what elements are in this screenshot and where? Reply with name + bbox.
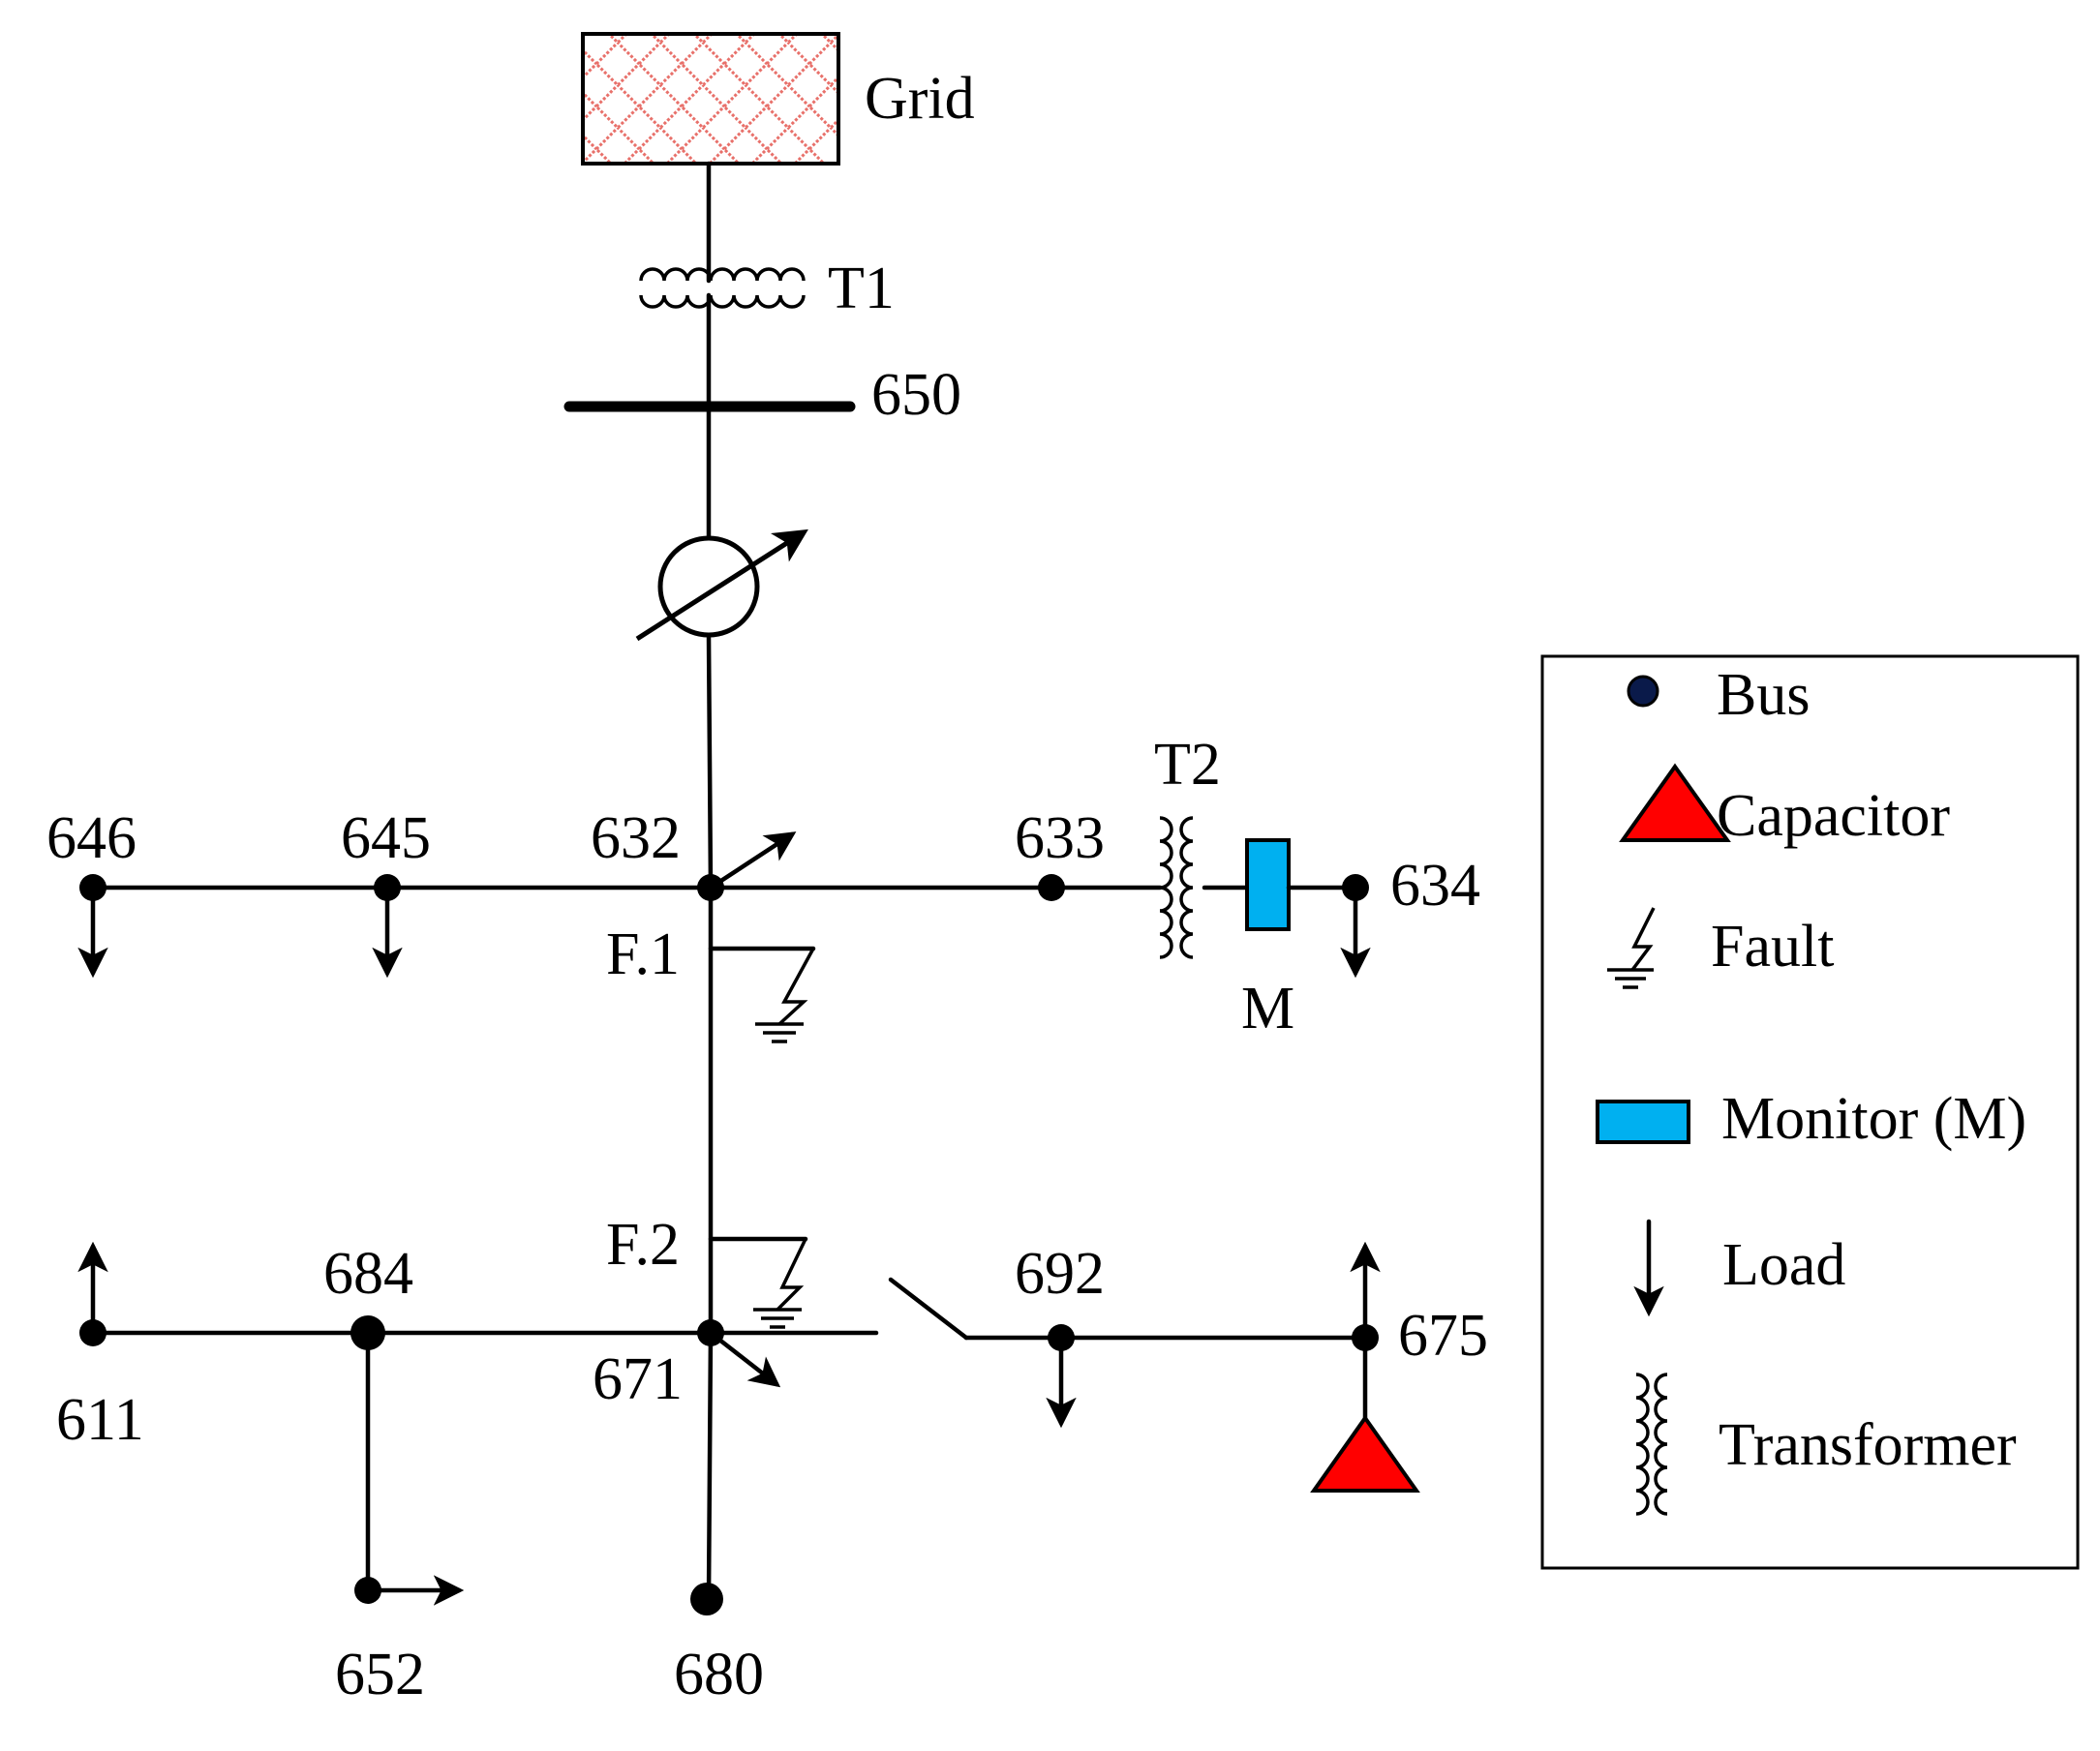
transformer-t1-symbol: [639, 267, 806, 309]
fault-f1-symbol: [708, 946, 816, 1043]
bus-632-label: 632: [591, 805, 681, 871]
legend-bus-label: Bus: [1717, 662, 1810, 728]
load-632-arrow: [708, 831, 797, 891]
legend-capacitor-label: Capacitor: [1717, 783, 1950, 849]
bus-633-label: 633: [1015, 805, 1105, 871]
bus-646-label: 646: [46, 805, 137, 871]
bus-634-label: 634: [1390, 853, 1480, 919]
fault-f1-label: F.1: [606, 921, 680, 987]
bus-680-label: 680: [674, 1642, 764, 1707]
legend-load-label: Load: [1722, 1232, 1845, 1298]
legend-transformer-icon: [1635, 1373, 1668, 1516]
legend-bus-icon: [1627, 675, 1659, 708]
fault-f2-label: F.2: [606, 1212, 680, 1278]
grid-source: [581, 32, 840, 166]
load-671-arrow: [708, 1330, 781, 1388]
t1-label: T1: [828, 256, 895, 321]
fault-f2-symbol: [708, 1236, 808, 1329]
legend-monitor-label: Monitor (M): [1721, 1086, 2026, 1152]
bus-684-label: 684: [323, 1241, 413, 1307]
legend-transformer-label: Transformer: [1719, 1412, 2017, 1478]
bus-611-label: 611: [56, 1387, 144, 1453]
bus-671-label: 671: [593, 1346, 683, 1412]
legend-capacitor-icon: [1619, 763, 1731, 842]
bus-675-label: 675: [1398, 1303, 1488, 1369]
legend-monitor-icon: [1596, 1100, 1690, 1144]
transformer-t2-symbol: [1159, 816, 1194, 959]
legend-fault-label: Fault: [1711, 914, 1834, 980]
legend: Bus Capacitor Fault Monitor (M) Load Tra…: [1540, 654, 2080, 1570]
switch-671-692: [888, 1277, 969, 1341]
bus-692-label: 692: [1015, 1241, 1105, 1307]
monitor-m-box: [1245, 838, 1291, 931]
bus-633-node: [1038, 874, 1065, 901]
grid-label: Grid: [865, 66, 975, 132]
legend-fault-icon: [1607, 907, 1656, 989]
bus-652-label: 652: [335, 1642, 425, 1707]
bus-645-label: 645: [341, 805, 431, 871]
monitor-m-label: M: [1241, 976, 1294, 1042]
capacitor-675-symbol: [1310, 1414, 1420, 1493]
voltage-regulator-symbol: [635, 528, 808, 642]
bus-680-node: [690, 1583, 723, 1615]
bus-650-label: 650: [871, 362, 961, 428]
t2-label: T2: [1154, 732, 1221, 798]
